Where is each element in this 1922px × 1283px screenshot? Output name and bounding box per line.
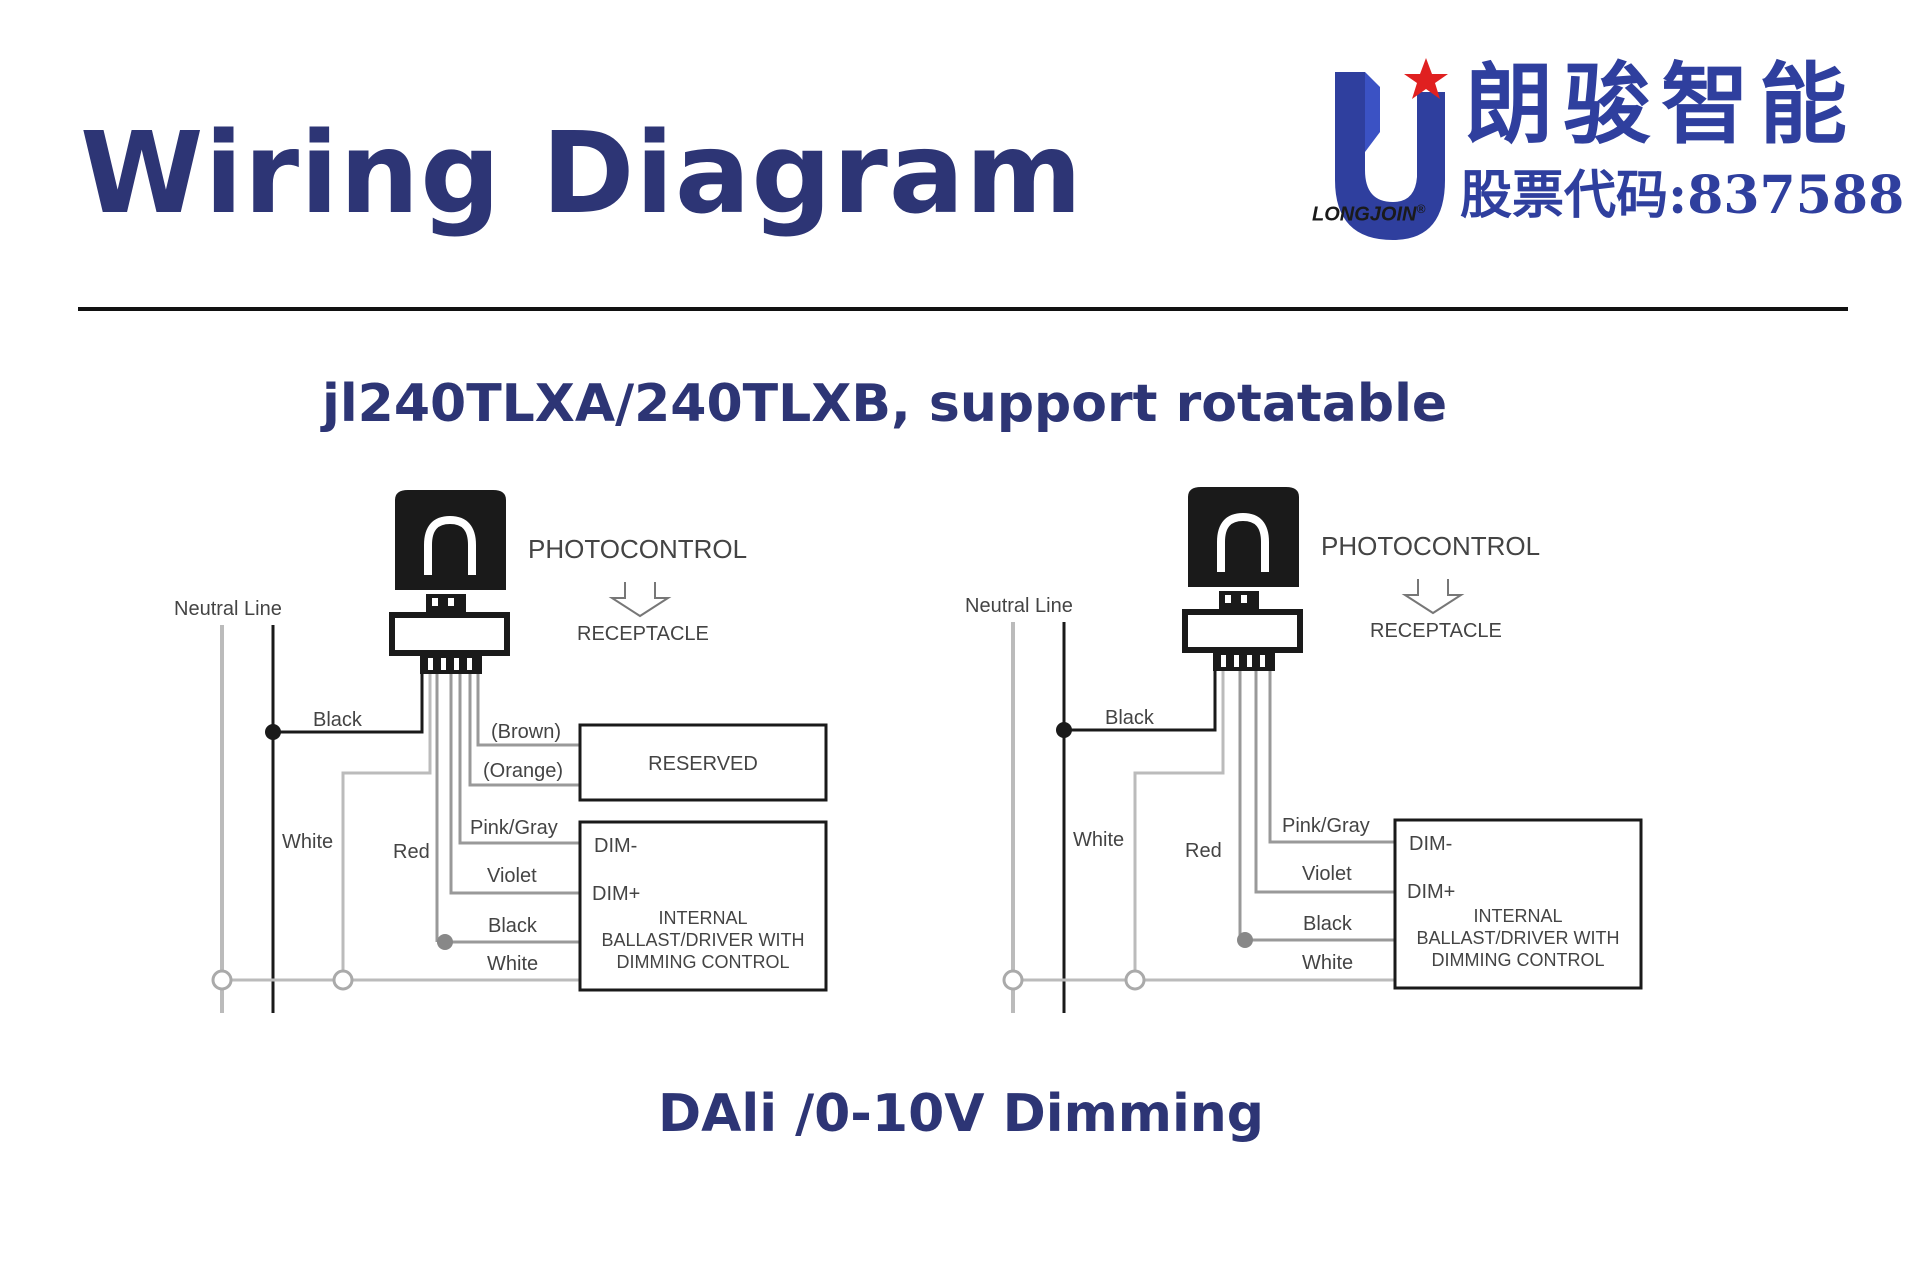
driver-box xyxy=(1393,818,1643,990)
wire-label-red: Red xyxy=(393,841,430,863)
receptacle-label: RECEPTACLE xyxy=(577,623,709,645)
wire-label-white2: White xyxy=(487,953,538,975)
stock-code: 股票代码:837588 xyxy=(1460,165,1905,226)
white-wire xyxy=(341,674,432,980)
brand-name: LONGJOIN® xyxy=(1312,202,1426,226)
photocontrol-icon xyxy=(389,490,510,674)
company-logo xyxy=(1305,52,1855,242)
wire-label-black2: Black xyxy=(1303,913,1353,935)
junction-dot xyxy=(1124,969,1146,991)
neutral-line-label: Neutral Line xyxy=(965,595,1073,617)
down-arrow-icon xyxy=(1401,579,1465,615)
driver-line2: BALLAST/DRIVER WITH xyxy=(601,930,804,950)
wire-label-black: Black xyxy=(313,709,363,731)
down-arrow-icon xyxy=(608,582,672,618)
dim-minus-label: DIM- xyxy=(1409,833,1452,855)
driver-line3: DIMMING CONTROL xyxy=(1432,950,1605,970)
driver-line1: INTERNAL xyxy=(658,908,747,928)
registered-mark: ® xyxy=(1416,202,1426,216)
wiring-diagram-2: PHOTOCONTROL RECEPTACLE Neutral Line Bla… xyxy=(965,487,1643,1013)
wire-label-orange: (Orange) xyxy=(483,760,563,782)
wire-label-pink-gray: Pink/Gray xyxy=(1282,815,1370,837)
header-divider xyxy=(78,307,1848,311)
wire-label-white: White xyxy=(1073,829,1124,851)
dim-plus-label: DIM+ xyxy=(1407,881,1455,903)
junction-dot xyxy=(1002,969,1024,991)
receptacle-label: RECEPTACLE xyxy=(1370,620,1502,642)
reserved-box xyxy=(578,723,828,802)
junction-dot xyxy=(332,969,354,991)
black-wire xyxy=(1064,671,1217,732)
wiring-diagram-1: PHOTOCONTROL RECEPTACLE Neutral Line Bla… xyxy=(174,490,828,1013)
longjoin-u-logo-icon xyxy=(1335,58,1448,240)
driver-line1: INTERNAL xyxy=(1473,906,1562,926)
wire-label-black: Black xyxy=(1105,707,1155,729)
wire-label-violet: Violet xyxy=(487,865,537,887)
dim-plus-label: DIM+ xyxy=(592,883,640,905)
neutral-line-label: Neutral Line xyxy=(174,598,282,620)
reserved-label: RESERVED xyxy=(648,753,758,775)
driver-line2: BALLAST/DRIVER WITH xyxy=(1416,928,1619,948)
wire-label-black2: Black xyxy=(488,915,538,937)
wire-label-white2: White xyxy=(1302,952,1353,974)
dimming-caption: DAli /0-10V Dimming xyxy=(657,1084,1265,1144)
junction-dot xyxy=(1237,932,1253,948)
wire-label-brown: (Brown) xyxy=(491,721,561,743)
photocontrol-icon xyxy=(1182,487,1303,671)
model-subtitle: jl240TLXA/240TLXB, support rotatable xyxy=(322,374,1448,434)
black-wire xyxy=(273,674,424,734)
driver-line3: DIMMING CONTROL xyxy=(617,952,790,972)
photocontrol-label: PHOTOCONTROL xyxy=(1321,531,1540,561)
wire-label-violet: Violet xyxy=(1302,863,1352,885)
junction-dot xyxy=(437,934,453,950)
white-wire xyxy=(1133,671,1225,980)
wire-label-red: Red xyxy=(1185,840,1222,862)
photocontrol-label: PHOTOCONTROL xyxy=(528,534,747,564)
wire-label-white: White xyxy=(282,831,333,853)
junction-dot xyxy=(211,969,233,991)
page-title: Wiring Diagram xyxy=(80,109,1084,239)
driver-box xyxy=(578,820,828,992)
wire-label-pink-gray: Pink/Gray xyxy=(470,817,558,839)
dim-minus-label: DIM- xyxy=(594,835,637,857)
company-name-cn: 朗骏智能 xyxy=(1465,52,1858,156)
